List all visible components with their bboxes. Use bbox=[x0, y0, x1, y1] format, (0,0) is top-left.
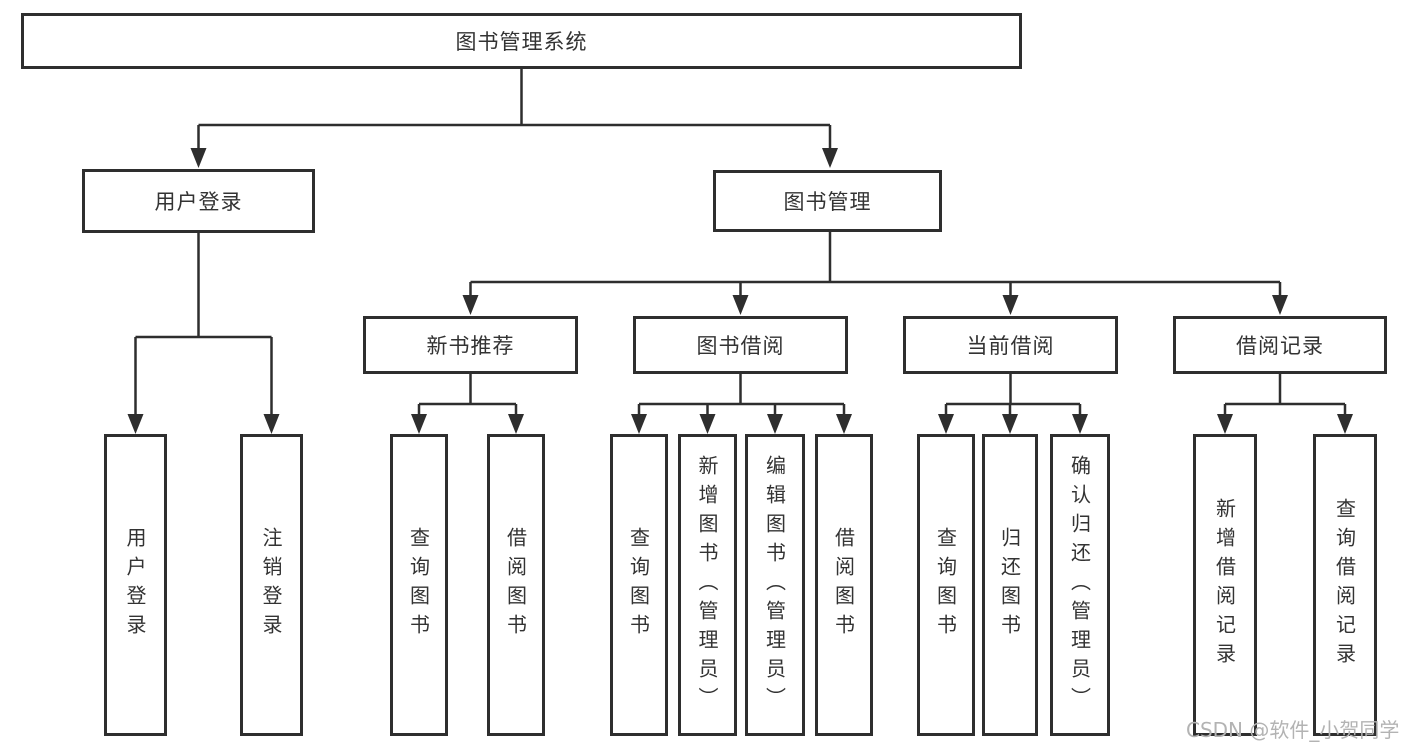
leaf-borrow-books: 借阅图书 bbox=[815, 434, 873, 736]
node-book-management-label: 图书管理 bbox=[783, 190, 872, 214]
node-new-book-recommend: 新书推荐 bbox=[363, 316, 578, 374]
leaf-borrow-query-books-label: 查询图书 bbox=[626, 527, 651, 643]
connector-current-borrow bbox=[944, 374, 1082, 416]
node-book-management: 图书管理 bbox=[713, 170, 942, 232]
leaf-add-books-admin: 新增图书（管理员） bbox=[678, 434, 737, 736]
leaf-query-borrow-record-label: 查询借阅记录 bbox=[1332, 498, 1357, 672]
leaf-return-books-label: 归还图书 bbox=[997, 527, 1022, 643]
node-new-book-recommend-label: 新书推荐 bbox=[426, 334, 515, 358]
leaf-confirm-return-admin: 确认归还（管理员） bbox=[1050, 434, 1110, 736]
node-current-borrow: 当前借阅 bbox=[903, 316, 1118, 374]
csdn-watermark: CSDN @软件_小贺同学 bbox=[1186, 718, 1400, 742]
leaf-add-borrow-record: 新增借阅记录 bbox=[1193, 434, 1257, 736]
leaf-recommend-query-books-label: 查询图书 bbox=[406, 527, 431, 643]
leaf-logout: 注销登录 bbox=[240, 434, 303, 736]
leaf-user-login-label: 用户登录 bbox=[123, 527, 147, 643]
leaf-edit-books-admin: 编辑图书（管理员） bbox=[745, 434, 805, 736]
leaf-recommend-borrow-books-label: 借阅图书 bbox=[503, 527, 528, 643]
node-borrow-records-label: 借阅记录 bbox=[1236, 334, 1324, 358]
node-borrow-records: 借阅记录 bbox=[1173, 316, 1387, 374]
node-user-login-label: 用户登录 bbox=[154, 190, 243, 214]
leaf-borrow-books-label: 借阅图书 bbox=[831, 527, 856, 643]
leaf-current-query-books-label: 查询图书 bbox=[933, 527, 958, 643]
connector-new-book-rec bbox=[417, 374, 518, 416]
connector-book-borrow bbox=[637, 374, 846, 416]
leaf-recommend-query-books: 查询图书 bbox=[390, 434, 448, 736]
connector-book-mgmt bbox=[469, 232, 1282, 297]
node-book-borrow: 图书借阅 bbox=[633, 316, 848, 374]
leaf-add-books-admin-label: 新增图书（管理员） bbox=[695, 454, 719, 716]
leaf-recommend-borrow-books: 借阅图书 bbox=[487, 434, 545, 736]
node-book-borrow-label: 图书借阅 bbox=[696, 334, 785, 358]
leaf-user-login: 用户登录 bbox=[104, 434, 167, 736]
leaf-current-query-books: 查询图书 bbox=[917, 434, 975, 736]
leaf-confirm-return-admin-label: 确认归还（管理员） bbox=[1067, 454, 1092, 716]
node-root-label: 图书管理系统 bbox=[455, 30, 588, 54]
connector-user-login bbox=[134, 233, 273, 416]
leaf-logout-label: 注销登录 bbox=[259, 527, 283, 643]
leaf-borrow-query-books: 查询图书 bbox=[610, 434, 668, 736]
node-root: 图书管理系统 bbox=[21, 13, 1022, 69]
node-user-login: 用户登录 bbox=[82, 169, 315, 233]
leaf-add-borrow-record-label: 新增借阅记录 bbox=[1212, 498, 1237, 672]
leaf-return-books: 归还图书 bbox=[982, 434, 1038, 736]
connector-root bbox=[197, 69, 832, 150]
connector-borrow-records bbox=[1223, 374, 1347, 416]
leaf-query-borrow-record: 查询借阅记录 bbox=[1313, 434, 1377, 736]
node-current-borrow-label: 当前借阅 bbox=[966, 334, 1055, 358]
leaf-edit-books-admin-label: 编辑图书（管理员） bbox=[762, 454, 787, 716]
